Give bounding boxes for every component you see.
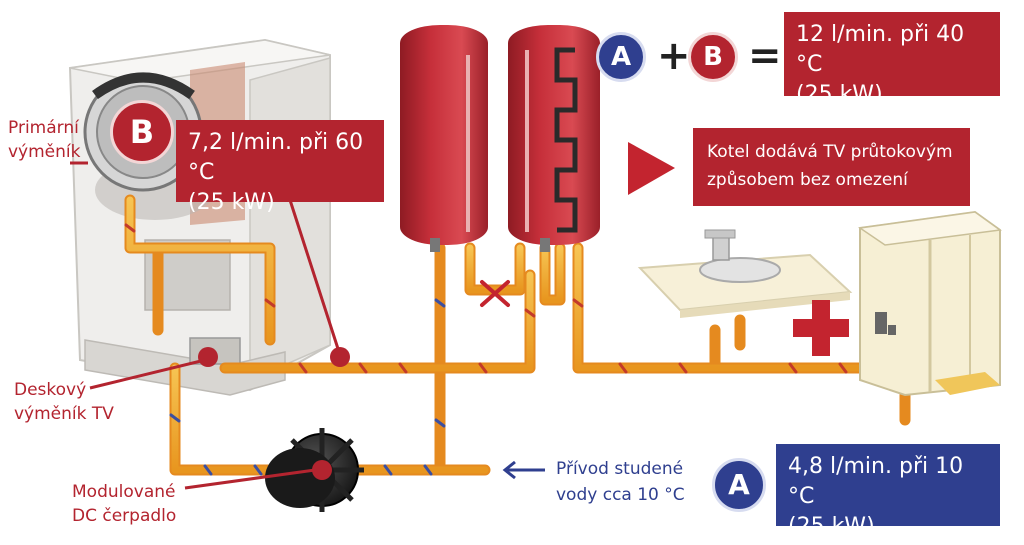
plate-exchanger-marker [198,347,218,367]
hot-pipe-marker [330,347,350,367]
badge-b-formula: B [688,32,738,82]
pump-illustration [265,428,364,512]
pipework [124,194,911,476]
blocked-cross-icon [480,280,510,307]
tank-right [508,25,600,252]
tank-left [400,25,488,252]
combined-output-box: 12 l/min. při 40 °C (25 kW) [784,12,1000,107]
cold-inlet-arrow-icon [502,460,545,480]
equals-sign: = [748,33,782,79]
plate-exchanger-label: Deskový výměník TV [14,380,114,424]
pump-label: Modulované DC čerpadlo [72,482,177,526]
shower-cabin-illustration [857,210,1002,397]
plus-red-icon [793,300,849,356]
badge-b-boiler: B [110,100,174,164]
washbasin-illustration [637,229,853,318]
plus-sign: + [657,33,691,79]
badge-a-cold: A [712,458,766,512]
boiler-output-box: 7,2 l/min. při 60 °C (25 kW) [176,120,384,215]
leader-lines [70,161,342,490]
cold-output-box: 4,8 l/min. při 10 °C (25 kW) [776,444,1000,539]
cold-water-label: Přívod studené vody cca 10 °C [556,459,685,505]
badge-a-formula: A [596,32,646,82]
arrow-right-icon [628,142,675,195]
primary-exchanger-label: Primární výměník [8,118,81,162]
continuous-supply-box: Kotel dodává TV průtokovým způsobem bez … [693,128,970,206]
